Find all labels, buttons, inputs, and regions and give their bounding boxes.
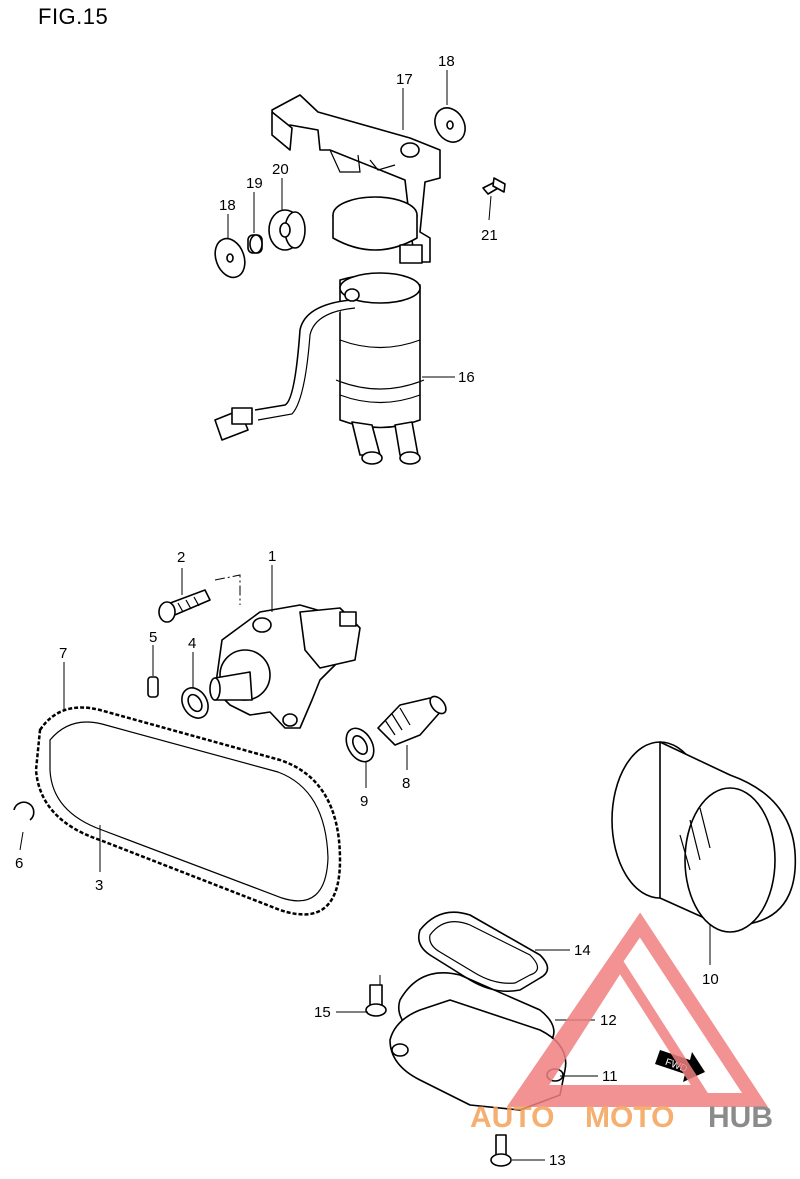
- part-9-gasket: [345, 727, 375, 763]
- part-10-oil-filter: [611, 741, 797, 933]
- callout-18-top: 18: [438, 53, 455, 70]
- callout-21: 21: [481, 227, 498, 244]
- callout-7: 7: [59, 645, 67, 662]
- callout-13: 13: [549, 1152, 566, 1169]
- part-18-washer-left: [214, 237, 246, 279]
- part-5-dowel-pin: [147, 676, 159, 698]
- callout-labels: 17 18 21 18 19 20 16 1 2 5 4 7 6 3 8 9 1…: [15, 53, 719, 1169]
- callout-4: 4: [188, 635, 196, 652]
- part-14-cover-gasket: [417, 911, 549, 993]
- part-21-screw: [482, 177, 506, 195]
- callout-12: 12: [600, 1012, 617, 1029]
- part-2-bolt: [158, 589, 211, 623]
- watermark-auto: AUTO: [470, 1101, 554, 1134]
- callout-6: 6: [15, 855, 23, 872]
- callout-11: 11: [602, 1068, 618, 1085]
- part-17-bracket: [271, 94, 441, 263]
- part-7-chain: [34, 706, 342, 916]
- callout-14: 14: [574, 942, 591, 959]
- callout-2: 2: [177, 549, 185, 566]
- callout-16: 16: [458, 369, 475, 386]
- callout-19: 19: [246, 175, 263, 192]
- callout-17: 17: [396, 71, 413, 88]
- callout-3: 3: [95, 877, 103, 894]
- part-1-oil-pump: [209, 604, 361, 729]
- watermark-logo: AUTO MOTO HUB: [470, 912, 773, 1134]
- figure-title: FIG.15: [38, 4, 109, 29]
- callout-8: 8: [402, 775, 410, 792]
- callout-9: 9: [360, 793, 368, 810]
- callout-18-left: 18: [219, 197, 236, 214]
- watermark-moto: MOTO: [585, 1101, 674, 1134]
- part-15-bolt: [365, 984, 387, 1017]
- part-8-oil-pressure-switch: [377, 695, 447, 746]
- part-18-washer-top: [434, 107, 466, 143]
- part-16-fuel-pump: [214, 196, 425, 465]
- callout-1: 1: [268, 548, 276, 565]
- callout-10: 10: [702, 971, 719, 988]
- part-19-collar: [247, 234, 263, 254]
- part-4-o-ring: [181, 687, 209, 719]
- leader-lines: [19, 70, 711, 1161]
- callout-20: 20: [272, 161, 289, 178]
- part-20-grommet: [268, 209, 306, 251]
- part-6-circlip: [13, 801, 35, 821]
- callout-15: 15: [314, 1004, 331, 1021]
- part-13-bolt: [490, 1134, 512, 1167]
- watermark-hub: HUB: [708, 1101, 773, 1134]
- callout-5: 5: [149, 629, 157, 646]
